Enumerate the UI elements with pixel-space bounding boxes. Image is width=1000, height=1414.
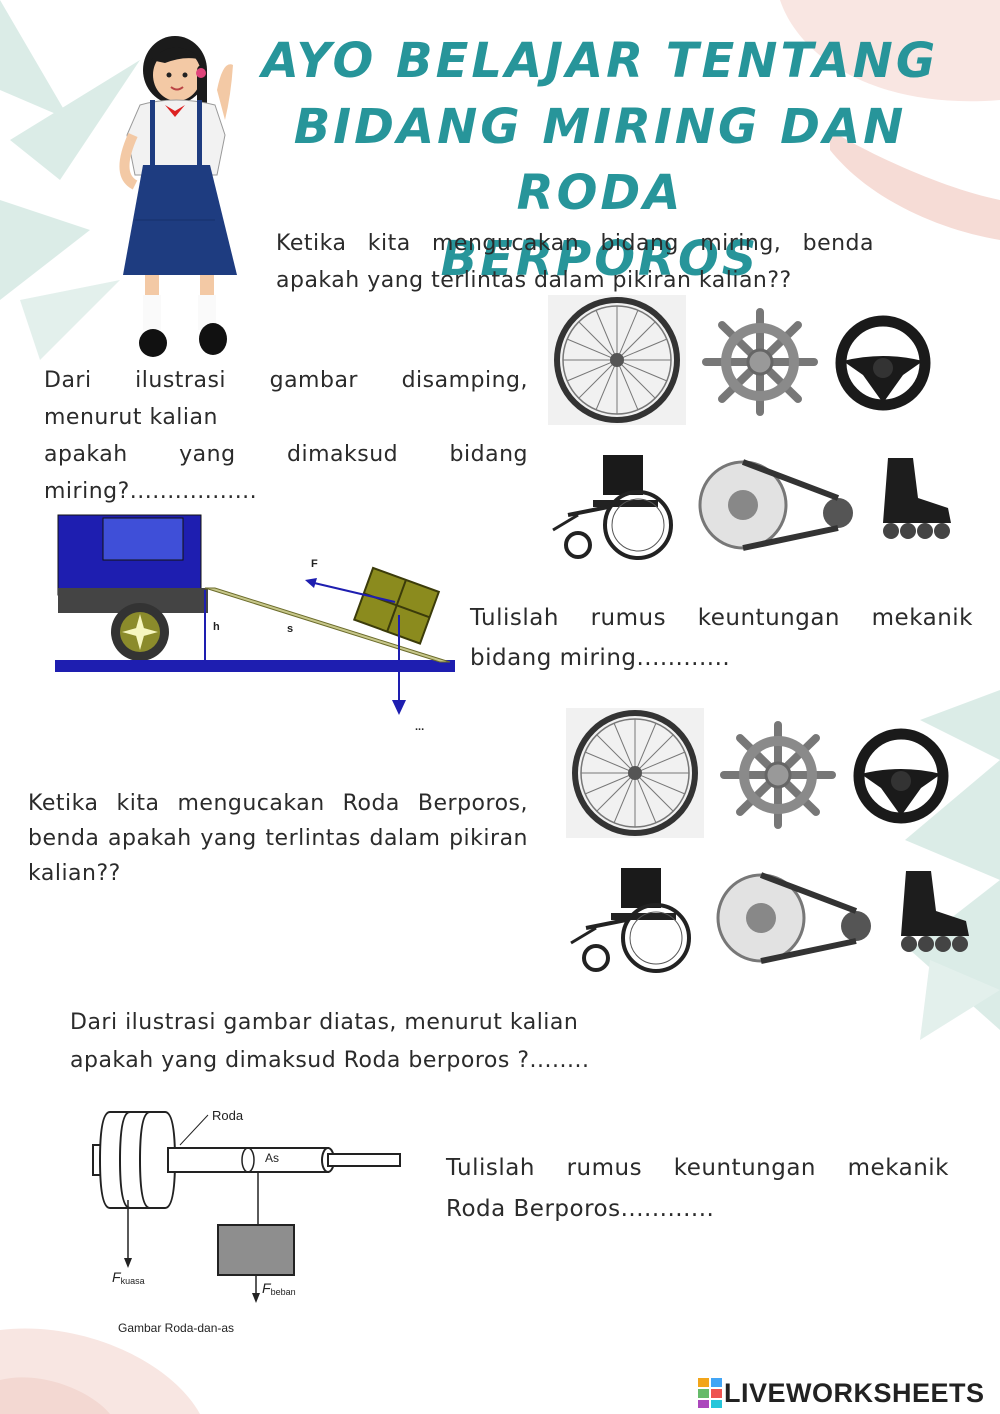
logo-text: LIVEWORKSHEETS [724, 1377, 985, 1408]
roller-skate-icon [883, 458, 951, 539]
slope-label: s [287, 623, 293, 635]
chain-gear-icon [698, 459, 853, 551]
question-2-line-3: apakah yang dimaksud bidang [44, 442, 528, 467]
steering-wheel-icon [835, 315, 931, 411]
roller-skate-icon [901, 871, 969, 952]
title-line-2: BIDANG MIRING DAN RODA [293, 99, 907, 221]
question-2: Dari ilustrasi gambar disamping, menurut… [44, 362, 528, 510]
title-line-3: BERPOROS [440, 231, 760, 287]
steering-wheel-icon [853, 728, 949, 824]
question-5: Dari ilustrasi gambar diatas, menurut ka… [70, 1004, 690, 1080]
question-2-line-1: Dari ilustrasi gambar disamping, [44, 368, 528, 393]
question-3-line-2[interactable]: bidang miring............ [470, 645, 731, 671]
wheelchair-icon [570, 868, 691, 973]
liveworksheets-logo[interactable]: LIVEWORKSHEETS [698, 1376, 985, 1410]
question-6: Tulislah rumus keuntungan mekanik Roda B… [446, 1148, 949, 1230]
bicycle-wheel-icon [548, 295, 686, 425]
f-kuasa-label: Fkuasa [112, 1269, 145, 1286]
question-5-line-2[interactable]: apakah yang dimaksud Roda berporos ?....… [70, 1048, 590, 1073]
question-1: Ketika kita mengucakan bidang miring, be… [276, 231, 874, 293]
inclined-plane-diagram: h s F ... [55, 514, 455, 733]
bicycle-wheel-icon [566, 708, 704, 838]
wheel-images-grid-2 [566, 708, 986, 983]
liveworksheets-logo-icon [698, 1378, 722, 1408]
ship-wheel-icon [720, 721, 836, 829]
title-line-1: AYO BELAJAR TENTANG [261, 33, 939, 89]
question-5-line-1: Dari ilustrasi gambar diatas, menurut ka… [70, 1010, 579, 1035]
question-6-line-2[interactable]: Roda Berporos............ [446, 1196, 715, 1222]
question-2-line-4[interactable]: miring?................. [44, 479, 258, 504]
wheel-images-grid-1 [548, 295, 968, 570]
schoolgirl-illustration [119, 36, 237, 357]
diagram-caption: Gambar Roda-dan-as [118, 1321, 234, 1335]
question-6-line-1: Tulislah rumus keuntungan mekanik [446, 1155, 949, 1181]
force-label: F [311, 558, 318, 570]
wheelchair-icon [552, 455, 673, 560]
weight-label: ... [415, 721, 424, 733]
ship-wheel-icon [702, 308, 818, 416]
wheel-and-axle-diagram: Roda As Fkuasa Fbeban Gambar Roda-dan-as [92, 1108, 401, 1335]
f-beban-label: Fbeban [262, 1280, 296, 1297]
roda-label: Roda [212, 1108, 244, 1123]
question-3-line-1: Tulislah rumus keuntungan mekanik [470, 605, 973, 631]
chain-gear-icon [716, 872, 871, 964]
as-label: As [265, 1151, 279, 1165]
question-4: Ketika kita mengucakan Roda Berporos, be… [28, 791, 528, 886]
question-2-line-2: menurut kalian [44, 405, 218, 430]
page-title: AYO BELAJAR TENTANG BIDANG MIRING DAN RO… [260, 28, 940, 292]
question-3: Tulislah rumus keuntungan mekanik bidang… [470, 598, 973, 678]
height-label: h [213, 621, 220, 633]
